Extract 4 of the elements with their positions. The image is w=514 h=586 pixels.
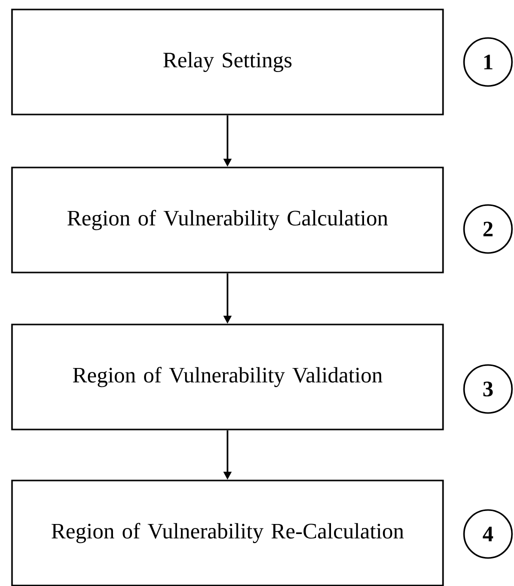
process-box: Relay Settings xyxy=(11,8,444,116)
process-box: Region of Vulnerability Re-Calculation xyxy=(11,480,444,586)
process-box: Region of Vulnerability Validation xyxy=(11,324,444,430)
process-box: Region of Vulnerability Calculation xyxy=(11,166,444,274)
